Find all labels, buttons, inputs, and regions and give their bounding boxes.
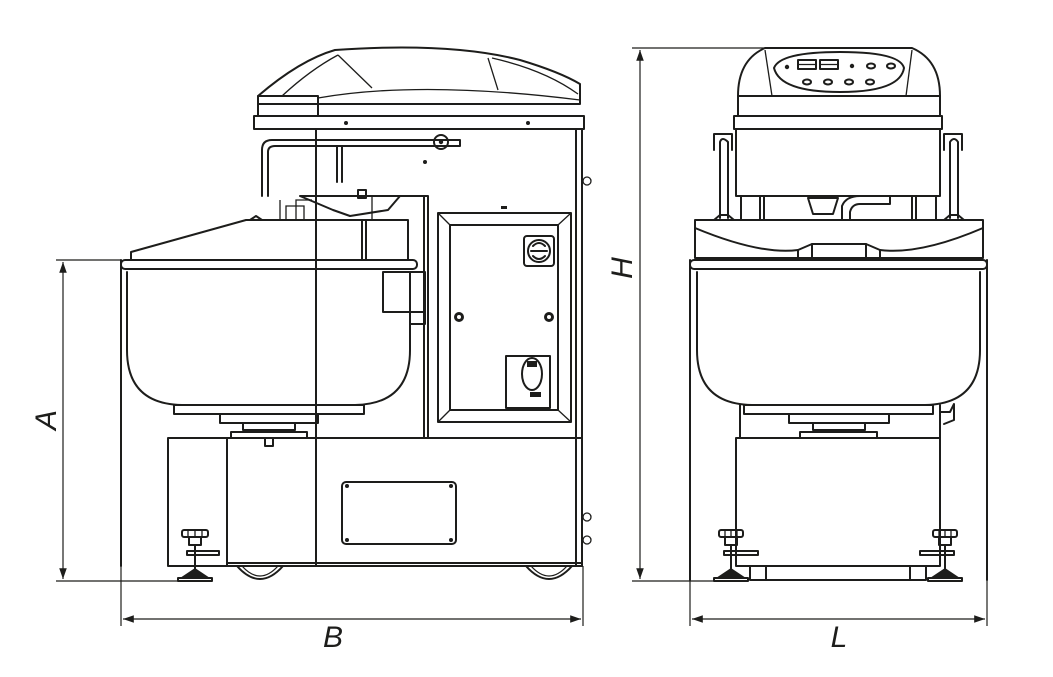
front-view (689, 47, 988, 582)
main-switch-icon (523, 235, 555, 267)
dimension-b: B (120, 566, 584, 654)
front-foot-left (713, 529, 759, 582)
side-nameplate (341, 481, 457, 545)
dimension-a: A (30, 259, 180, 582)
dimension-label-a: A (30, 410, 63, 432)
dimension-l: L (689, 580, 988, 654)
side-view (120, 46, 592, 582)
control-panel (437, 212, 572, 423)
front-bowl (696, 271, 981, 406)
front-foot-right (919, 529, 963, 582)
dimension-label-h: H (606, 257, 639, 279)
dimension-label-b: B (323, 621, 343, 654)
dimension-label-l: L (831, 621, 848, 654)
outlet-icon (505, 355, 551, 409)
side-bowl (126, 271, 411, 406)
dimension-h: H (606, 47, 840, 582)
side-top-cover (257, 46, 581, 105)
front-top-cover (737, 47, 941, 97)
